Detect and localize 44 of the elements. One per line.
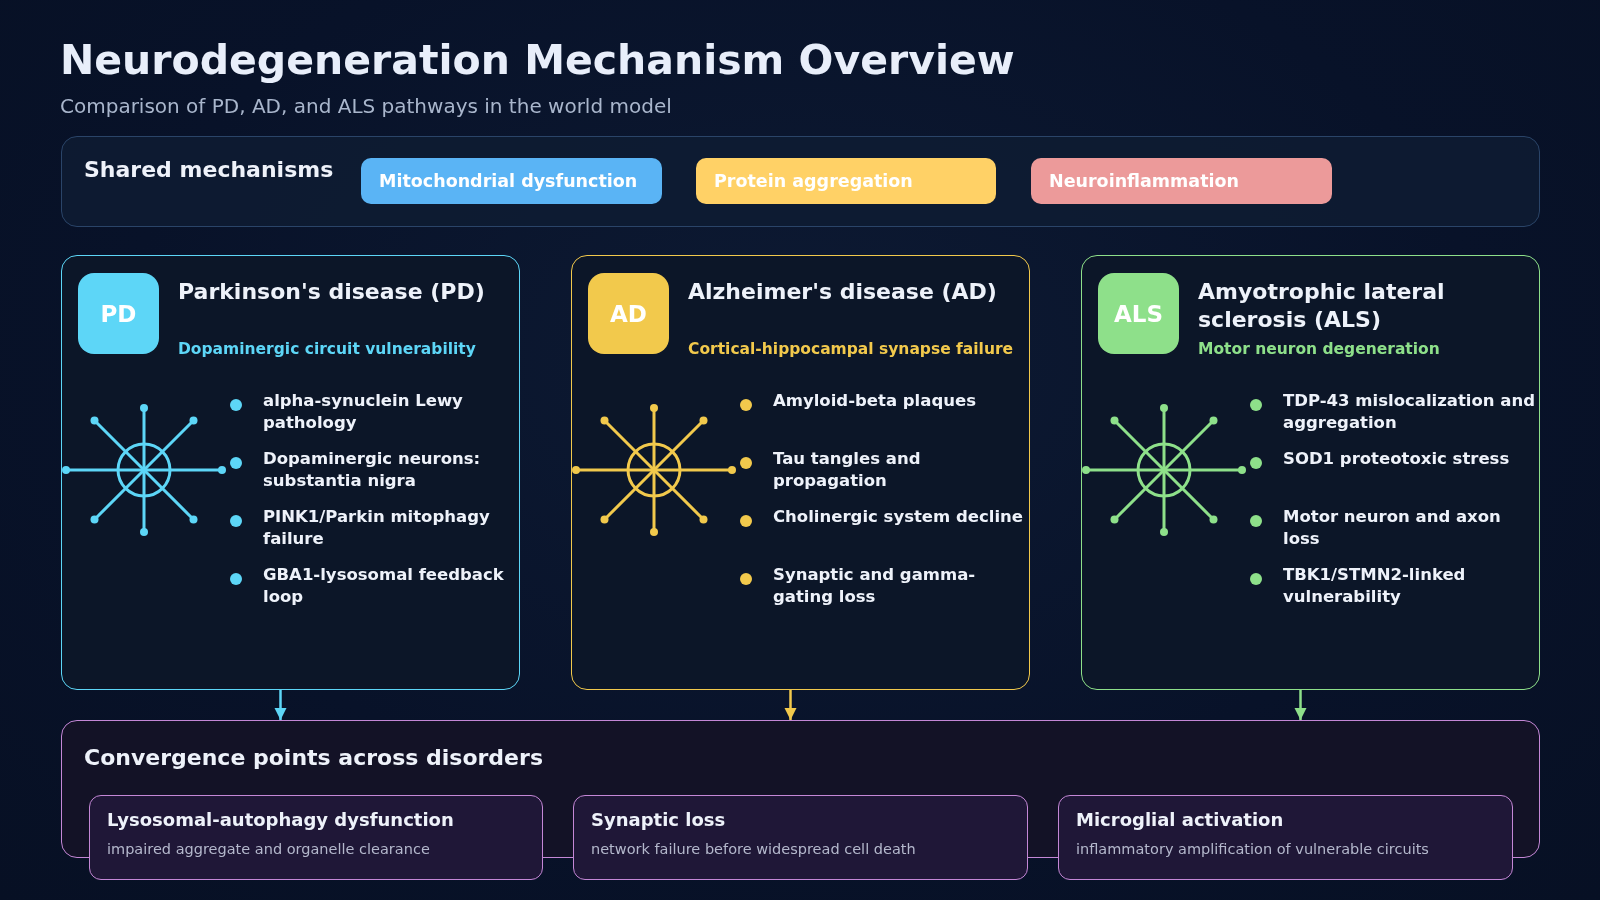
arrow [274,690,287,720]
bullet-text: Dopaminergic neurons: substantia nigra [263,448,482,492]
card-description: inflammatory amplification of vulnerable circuits [1076,841,1429,857]
mechanism-tag: Mitochondrial dysfunction [361,158,662,204]
card-description: impaired aggregate and organelle clearance [107,841,430,857]
panel-heading: Shared mechanisms [84,157,334,182]
card-heading: Synaptic loss [591,809,726,830]
panel-heading: Convergence points across disorders [84,745,543,770]
abbreviation-badge: AD [588,273,669,354]
card-description: network failure before widespread cell death [591,841,916,857]
bullet-text: Motor neuron and axon loss [1283,506,1502,550]
mechanism-tag: Neuroinflammation [1031,158,1332,204]
abbreviation-badge: ALS [1098,273,1179,354]
card-title: Amyotrophic lateral sclerosis (ALS) [1198,278,1446,333]
bullet-text: PINK1/Parkin mitophagy failure [263,506,491,550]
diagram-title: Neurodegeneration Mechanism Overview [60,36,1015,84]
card-subtitle: Motor neuron degeneration [1198,340,1440,358]
card-heading: Microglial activation [1076,809,1284,830]
disease-card [61,255,520,690]
card-subtitle: Dopaminergic circuit vulnerability [178,340,476,358]
mechanism-tag: Protein aggregation [696,158,996,204]
card-title: Alzheimer's disease (AD) [688,278,998,306]
arrow [784,690,797,720]
convergence-card [1058,795,1513,880]
bullet-text: Amyloid-beta plaques [773,390,977,412]
shared-mechanisms-panel [61,136,1540,227]
bullet-text: alpha-synuclein Lewy pathology [263,390,464,434]
abbreviation-badge: PD [78,273,159,354]
bullet-text: SOD1 proteotoxic stress [1283,448,1511,470]
convergence-card [89,795,543,880]
card-heading: Lysosomal-autophagy dysfunction [107,809,454,830]
bullet-text: TDP-43 mislocalization and aggregation [1283,390,1536,434]
arrow [1294,690,1307,720]
convergence-card [573,795,1028,880]
bullet-text: Tau tangles and propagation [773,448,922,492]
card-subtitle: Cortical-hippocampal synapse failure [688,340,1014,358]
disease-card [1081,255,1540,690]
diagram-subtitle: Comparison of PD, AD, and ALS pathways in the world model [60,94,672,118]
disease-card [571,255,1030,690]
bullet-text: TBK1/STMN2-linked vulnerability [1283,564,1467,608]
card-title: Parkinson's disease (PD) [178,278,486,306]
bullet-text: Synaptic and gamma-gating loss [773,564,977,608]
bullet-text: GBA1-lysosomal feedback loop [263,564,505,608]
bullet-text: Cholinergic system decline [773,506,1024,528]
